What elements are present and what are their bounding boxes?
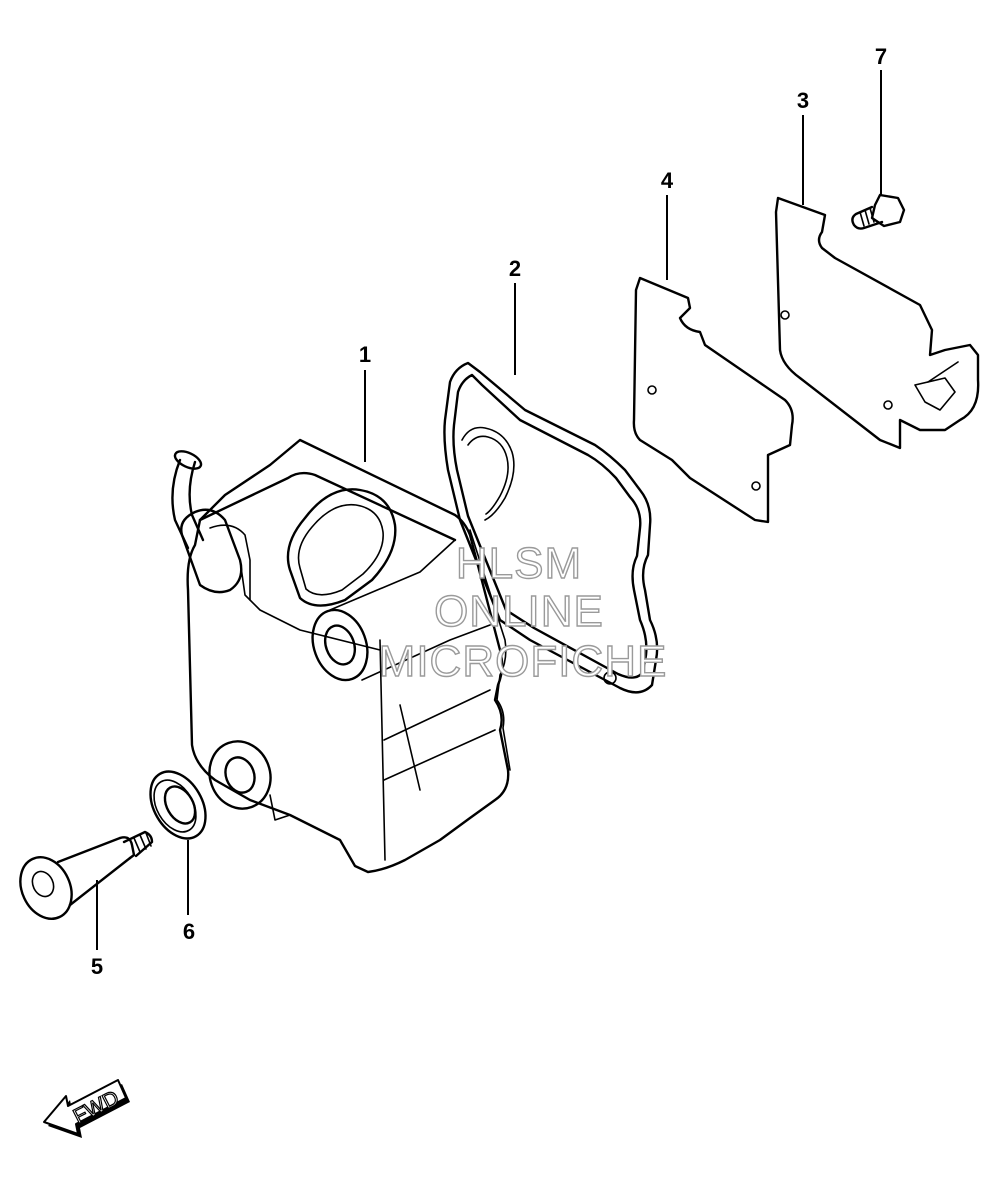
- fwd-arrow-icon: FWD: [43, 1079, 130, 1138]
- part-7-bolt[interactable]: [851, 193, 906, 230]
- watermark-line-3: MICROFICHE: [379, 637, 668, 686]
- part-3-shield[interactable]: [774, 196, 980, 450]
- part-4-plate[interactable]: [632, 276, 794, 524]
- part-1-cylinder-head-cover[interactable]: [171, 438, 511, 874]
- callout-1: 1: [359, 342, 371, 367]
- callout-5: 5: [91, 954, 103, 979]
- callout-6: 6: [183, 919, 195, 944]
- watermark-line-1: HLSM: [456, 539, 582, 588]
- watermark-line-2: ONLINE: [434, 587, 604, 636]
- callout-2: 2: [509, 256, 521, 281]
- part-5-shoulder-bolt[interactable]: [11, 830, 154, 927]
- part-6-washer[interactable]: [139, 762, 217, 848]
- callout-4: 4: [661, 168, 674, 193]
- callout-7: 7: [875, 44, 887, 69]
- callout-3: 3: [797, 88, 809, 113]
- part-2-gasket[interactable]: [443, 361, 659, 694]
- watermark: HLSM ONLINE MICROFICHE: [378, 538, 668, 686]
